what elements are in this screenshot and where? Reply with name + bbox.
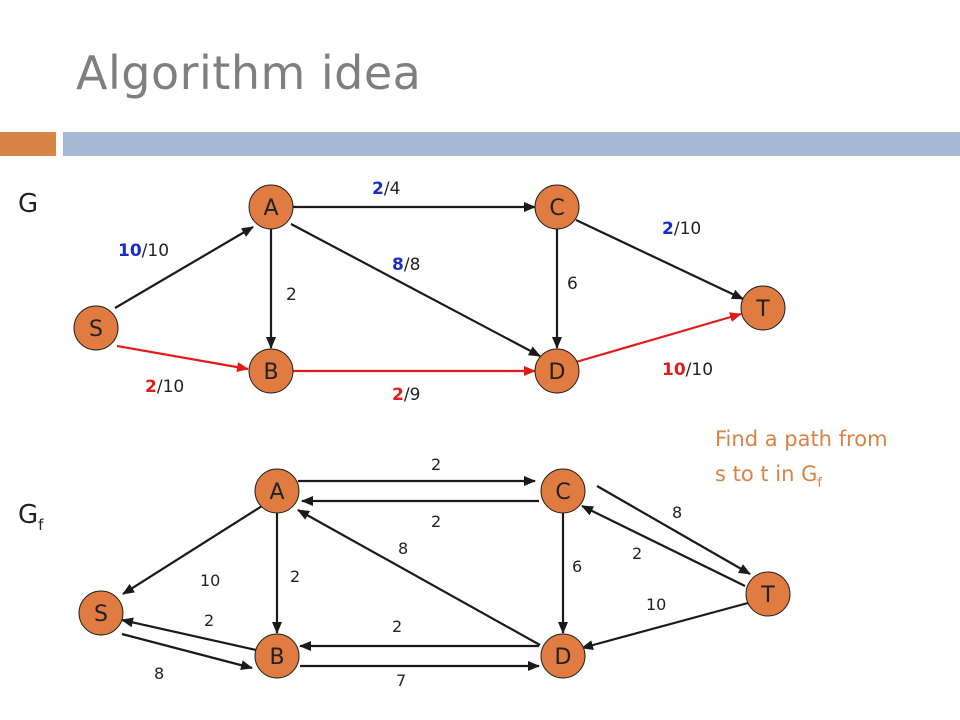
g-node-d: D [534,348,580,394]
gf-label-b-s: 2 [204,611,214,630]
gf-label-a-b: 2 [290,567,300,586]
gf-label-c-a: 2 [431,512,441,531]
gf-label-a-s: 10 [200,571,220,590]
gf-label-s-b: 8 [154,664,164,683]
g-edge-d-t [575,312,742,364]
gf-label-t-c: 2 [632,544,642,563]
gf-label-c-t: 8 [672,503,682,522]
svg-text:C: C [549,196,564,221]
g-edge-c-t [575,219,744,300]
gf-edge-c-t [596,485,751,575]
g-label-d-t: 10/10 [662,360,713,380]
g-label-s-b: 2/10 [145,377,184,397]
gf-label-b-d: 7 [396,671,406,690]
g-node-s: S [73,305,119,351]
g-label-a-d: 8/8 [392,255,420,275]
g-label-c-d: 6 [567,274,578,294]
accent-bar-blue [63,132,960,156]
gf-label-d-a: 8 [398,539,408,558]
gf-label-d-b: 2 [392,617,402,636]
svg-text:C: C [555,480,570,505]
g-edge-s-a [114,226,254,309]
gf-node-d: D [540,633,586,679]
svg-text:S: S [94,602,108,627]
svg-text:A: A [269,480,284,505]
g-node-a: A [248,184,294,230]
gf-label-c-d: 6 [572,557,582,576]
accent-bar-orange [0,132,56,156]
graph-g-label: G [18,189,38,219]
g-node-b: B [248,348,294,394]
gf-label-t-d: 10 [646,595,666,614]
svg-text:D: D [555,645,572,670]
g-edge-a-d [290,223,541,357]
g-node-t: T [740,285,786,331]
gf-node-t: T [745,571,791,617]
gf-edge-s-b [121,632,253,671]
gf-node-s: S [78,590,124,636]
g-label-a-c: 2/4 [372,179,400,199]
svg-text:A: A [263,196,278,221]
note-line-2: s to t in Gf [715,462,822,491]
g-label-s-a: 10/10 [118,241,169,261]
svg-text:T: T [755,297,770,322]
svg-text:T: T [760,583,775,608]
g-label-b-d: 2/9 [392,385,420,405]
note-line-1: Find a path from [715,427,888,451]
g-label-a-b: 2 [286,285,297,305]
g-edge-s-b [116,344,249,373]
svg-text:B: B [263,360,278,385]
svg-text:D: D [549,360,566,385]
gf-label-a-c: 2 [431,455,441,474]
graph-gf-label: Gf [18,500,44,534]
gf-node-c: C [540,468,586,514]
gf-edge-t-d [581,601,749,650]
g-node-c: C [534,184,580,230]
gf-node-a: A [254,468,300,514]
gf-edge-d-a [297,509,541,646]
slide-title: Algorithm idea [76,46,422,100]
gf-edge-b-s [121,617,257,652]
svg-text:B: B [269,645,284,670]
g-label-c-t: 2/10 [662,219,701,239]
gf-node-b: B [254,633,300,679]
gf-edge-a-s [122,505,263,595]
svg-text:S: S [89,317,103,342]
gf-edge-t-c [581,505,746,587]
